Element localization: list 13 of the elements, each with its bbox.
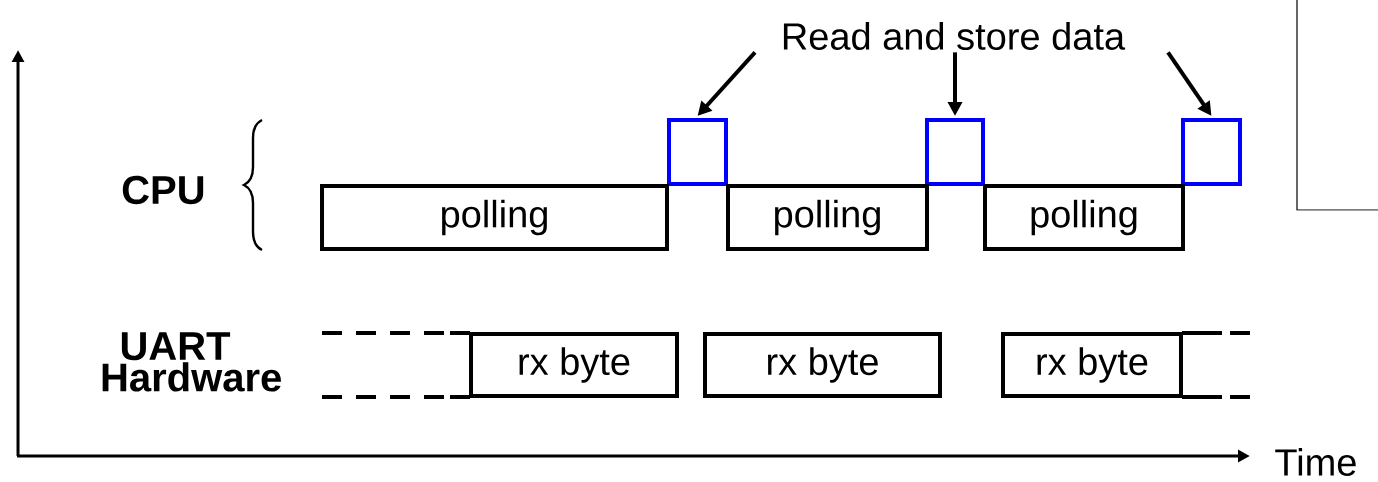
row-label: UART Hardware xyxy=(102,332,281,392)
read-step-box xyxy=(667,118,728,186)
polling-box: polling xyxy=(726,184,929,251)
axis-label: Time xyxy=(1275,448,1356,476)
read-step-box xyxy=(925,118,985,186)
read-step-box xyxy=(1181,118,1242,186)
rx-byte-box: rx byte xyxy=(1001,332,1183,398)
polling-box: polling xyxy=(320,184,669,251)
rx-byte-box: rx byte xyxy=(703,332,942,398)
rx-byte-box: rx byte xyxy=(469,332,679,398)
row-label: CPU xyxy=(122,175,204,205)
annotation-text: Read and store data xyxy=(783,22,1126,50)
polling-box: polling xyxy=(983,184,1185,251)
